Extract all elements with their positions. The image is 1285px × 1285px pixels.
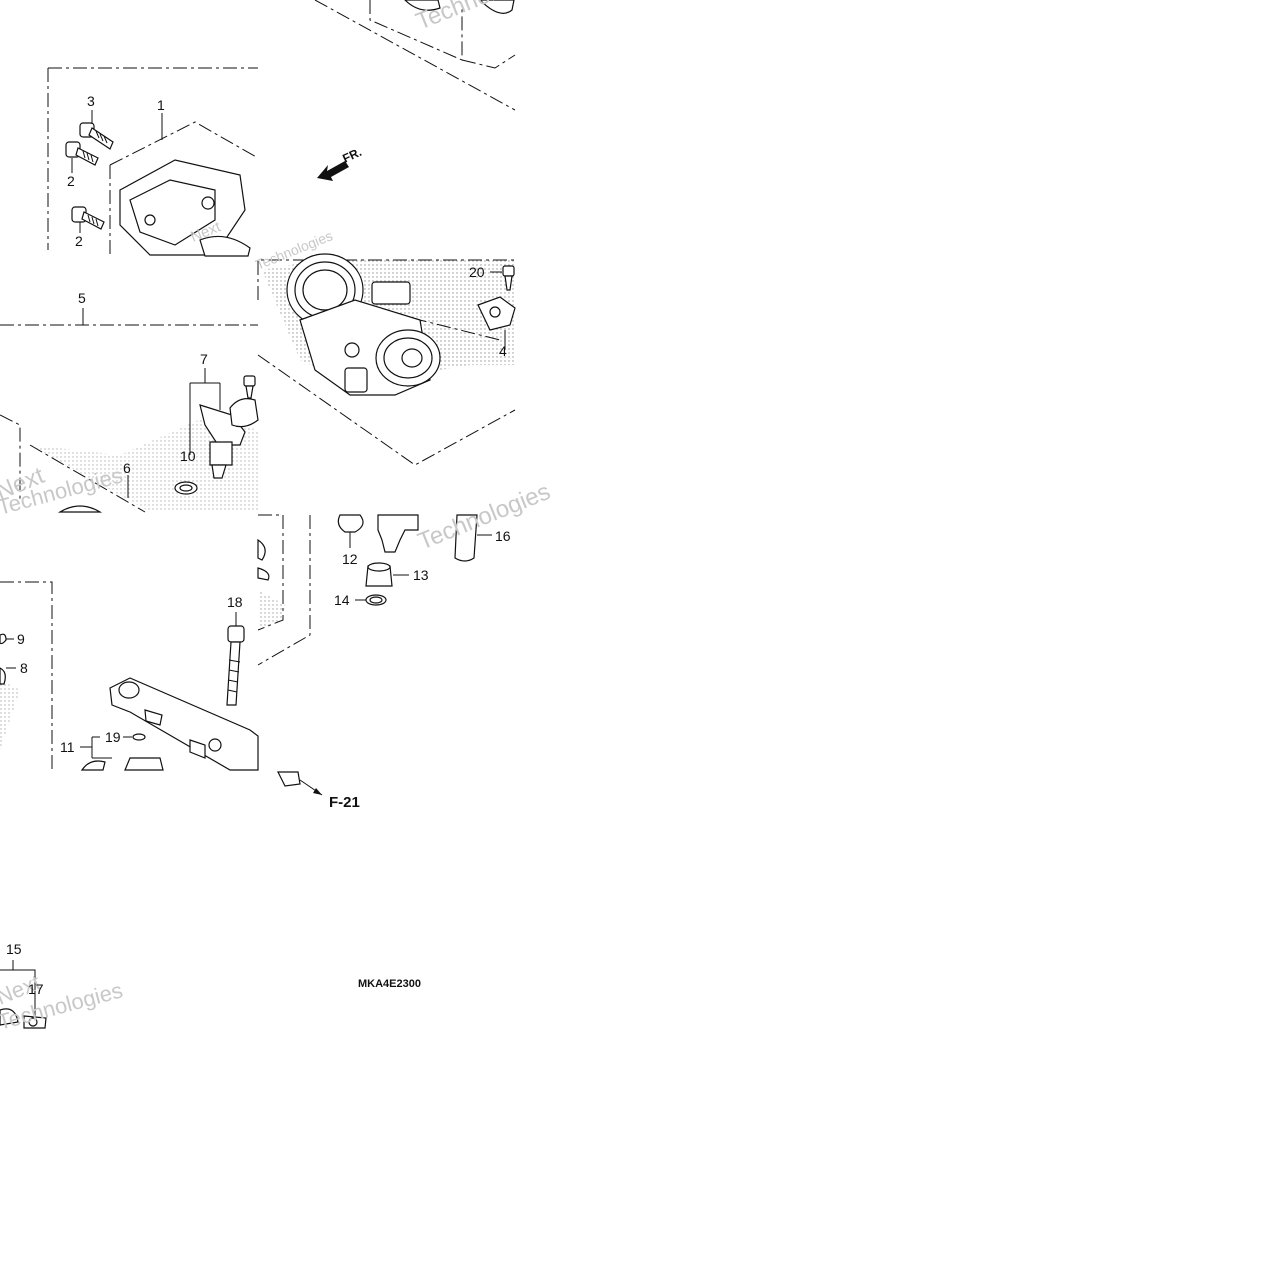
callout-18: 18	[227, 594, 243, 610]
callout-8: 8	[20, 660, 28, 676]
panel-fuel-rail	[0, 581, 259, 771]
panel-throttle-housing	[47, 67, 259, 257]
callout-10: 10	[180, 448, 196, 464]
callout-15: 15	[6, 941, 22, 957]
callout-2: 2	[75, 233, 83, 249]
callout-17: 17	[28, 981, 44, 997]
callout-14: 14	[334, 592, 350, 608]
part-code: MKA4E2300	[358, 978, 421, 990]
bolt-3	[79, 122, 114, 150]
callout-5: 5	[78, 290, 86, 306]
watermark-text: Technologies	[414, 478, 554, 556]
panel-idle-control	[0, 308, 259, 513]
front-direction-arrow	[317, 161, 349, 181]
bolt-2-upper	[65, 141, 99, 166]
top-right-fragment	[314, 0, 516, 111]
panel-injector	[257, 514, 478, 666]
callout-3: 3	[87, 93, 95, 109]
callout-4: 4	[499, 343, 507, 359]
callout-19: 19	[105, 729, 121, 745]
callouts: 1 2 2 3 4 5 6 7 8 9 10 11 12 13 14 15 16…	[6, 93, 511, 997]
bottom-fragment	[0, 960, 47, 1029]
callout-7: 7	[200, 351, 208, 367]
callout-12: 12	[342, 551, 358, 567]
bolt-2-lower	[71, 206, 105, 230]
callout-13: 13	[413, 567, 429, 583]
panel-throttle-body	[257, 253, 516, 466]
watermark-text: Technologies	[412, 0, 552, 36]
callout-20: 20	[469, 264, 485, 280]
callout-1: 1	[157, 97, 165, 113]
callout-9: 9	[17, 631, 25, 647]
direction-label: FR.	[340, 145, 363, 166]
callout-2: 2	[67, 173, 75, 189]
callout-16: 16	[495, 528, 511, 544]
callout-6: 6	[123, 460, 131, 476]
reference-label: F-21	[329, 794, 360, 811]
connector-fragment	[277, 771, 323, 796]
callout-11: 11	[60, 739, 75, 755]
